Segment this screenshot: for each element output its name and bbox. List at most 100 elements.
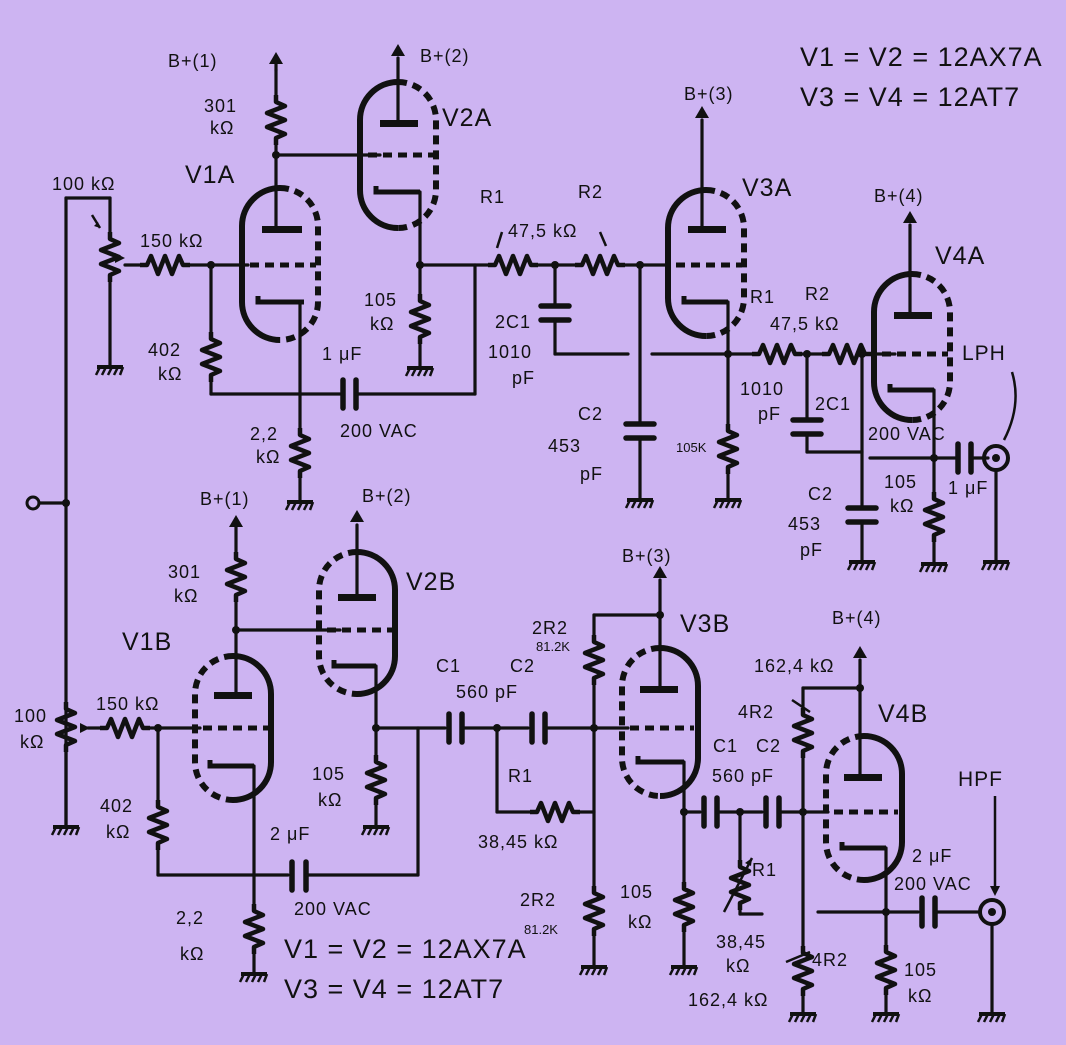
upper-s1-c2-v1: 453 [548,436,581,456]
hpf-label: HPF [958,768,1003,791]
upper-r105a-unit: kΩ [370,314,394,334]
note-bottom-2: V3 = V4 = 12AT7 [284,974,504,1004]
lower-s1-r1-val: 38,45 kΩ [478,832,559,852]
note-top-2: V3 = V4 = 12AT7 [800,82,1020,112]
upper-s1-c2: C2 [578,404,603,424]
upper-b2-label: B+(2) [420,46,470,66]
upper-r-grid-label: 150 kΩ [140,231,204,251]
upper-b3-label: B+(3) [684,84,734,104]
tube-v3a: V3A [665,174,792,339]
lower-s1-2r2b-val: 81.2K [524,922,558,937]
tube-v4b-label: V4B [878,700,928,728]
lower-s2-c2: C2 [756,736,781,756]
lower-channel: 100 kΩ 150 kΩ 402 kΩ V1B [14,486,1007,1024]
upper-c1uf-label: 1 μF [322,344,362,364]
lower-s2-4r2-val: 162,4 kΩ [754,656,835,676]
upper-s2-c2-v2: pF [800,540,823,560]
lower-b1: B+(1) [200,489,250,509]
tube-v3a-label: V3A [742,174,792,202]
lower-b2: B+(2) [362,486,412,506]
upper-r105b-unit: kΩ [890,496,914,516]
lower-s1-2r2-val: 81.2K [536,639,570,654]
lower-r22: 2,2 [176,908,204,928]
upper-r402-label: 402 [148,340,181,360]
upper-r22-unit: kΩ [256,447,280,467]
upper-c1uf-v: 200 VAC [340,421,418,441]
tube-note-top: V1 = V2 = 12AX7A V3 = V4 = 12AT7 [800,42,1043,112]
tube-v4a: V4A [871,242,985,423]
lower-b4: B+(4) [832,608,882,628]
upper-out-cap: 1 μF [948,478,988,498]
tube-note-bottom: V1 = V2 = 12AX7A V3 = V4 = 12AT7 [284,934,527,1004]
upper-b1-label: B+(1) [168,51,218,71]
lower-s1-cval: 560 pF [456,682,518,702]
upper-s1-c2-v2: pF [580,464,603,484]
upper-s2-c2-v1: 453 [788,514,821,534]
lower-s1-2r2b: 2R2 [520,890,556,910]
upper-s2-2c1-v2: pF [758,404,781,424]
upper-s2-r2: R2 [805,284,830,304]
lower-c2uf-v: 200 VAC [294,899,372,919]
tube-v1b-label: V1B [122,628,172,656]
lower-r301-unit: kΩ [174,586,198,606]
tube-v1b: V1B [122,628,274,803]
lph-label: LPH [962,342,1006,365]
lower-r-grid: 150 kΩ [96,694,160,714]
upper-channel: 100 kΩ 150 kΩ 402 kΩ V1A [25,44,1017,827]
upper-s1-r2-label: R2 [578,182,603,202]
lower-s2-r1: R1 [752,860,777,880]
lower-c2uf: 2 μF [270,824,310,844]
upper-s1-r1-label: R1 [480,187,505,207]
lower-r105b-unit: kΩ [628,912,652,932]
lower-out-cap-v: 200 VAC [894,874,972,894]
tube-v3b: V3B [619,610,730,799]
lower-pot-label: 100 [14,706,47,726]
lower-s1-2r2: 2R2 [532,618,568,638]
lower-r22-unit: kΩ [180,944,204,964]
upper-pot: 100 kΩ [52,174,125,377]
upper-r402-unit: kΩ [158,364,182,384]
input-terminal [25,495,41,511]
tube-v4a-label: V4A [935,242,985,270]
upper-r301-unit: kΩ [210,118,234,138]
upper-s2-c2: C2 [808,484,833,504]
lower-s1-r1: R1 [508,766,533,786]
upper-s1-rval: 47,5 kΩ [508,221,578,241]
upper-s1-2c1-v2: pF [512,368,535,388]
lower-s1-c2: C2 [510,656,535,676]
lower-s2-r1-v1: 38,45 [716,932,766,952]
lower-r105c: 105 [904,960,937,980]
note-top-1: V1 = V2 = 12AX7A [800,42,1043,72]
lower-s2-4r2b: 4R2 [812,950,848,970]
upper-r22-label: 2,2 [250,424,278,444]
note-bottom-1: V1 = V2 = 12AX7A [284,934,527,964]
lower-s2-cval: 560 pF [712,766,774,786]
tube-v1a: V1A [185,161,321,343]
upper-r105k: 105K [676,440,707,455]
lower-s2-c1: C1 [713,736,738,756]
lower-s2-4r2: 4R2 [738,702,774,722]
lower-pot-unit: kΩ [20,732,44,752]
lower-r402-unit: kΩ [106,822,130,842]
lower-r402: 402 [100,796,133,816]
lower-out-cap: 2 μF [912,846,952,866]
lower-b3: B+(3) [622,546,672,566]
upper-r105b: 105 [884,472,917,492]
lower-r301: 301 [168,562,201,582]
upper-r105a-label: 105 [364,290,397,310]
upper-r301-label: 301 [204,96,237,116]
tube-v2b-label: V2B [406,568,456,596]
upper-s2-rval: 47,5 kΩ [770,314,840,334]
lower-s2-4r2b-val: 162,4 kΩ [688,990,769,1010]
lph-output-jack [980,444,1011,572]
lower-r105b: 105 [620,882,653,902]
lower-r105a: 105 [312,764,345,784]
upper-s2-r1: R1 [750,287,775,307]
upper-b4-label: B+(4) [874,186,924,206]
upper-s2-2c1: 2C1 [815,394,851,414]
upper-pot-label: 100 kΩ [52,174,116,194]
tube-v3b-label: V3B [680,610,730,638]
lower-r105c-unit: kΩ [908,986,932,1006]
lower-s2-r1-v2: kΩ [726,956,750,976]
